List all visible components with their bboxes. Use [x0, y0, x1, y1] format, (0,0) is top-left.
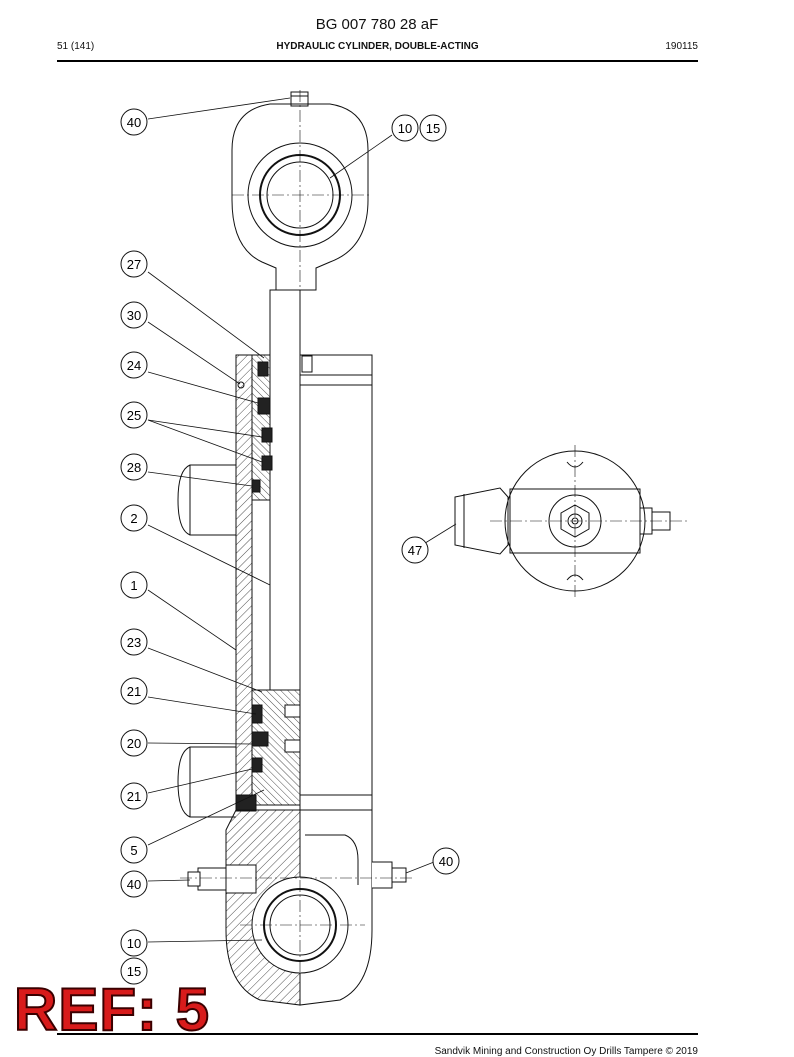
svg-text:47: 47: [408, 543, 422, 558]
svg-text:10: 10: [127, 936, 141, 951]
document-code: BG 007 780 28 aF: [315, 16, 439, 33]
callout-24: 24: [120, 351, 148, 379]
callout-27: 27: [120, 250, 148, 278]
callout-1: 1: [120, 571, 148, 599]
svg-text:20: 20: [127, 736, 141, 751]
section-title: HYDRAULIC CYLINDER, DOUBLE-ACTING: [276, 41, 479, 52]
svg-text:40: 40: [127, 877, 141, 892]
hydraulic-ports: [177, 464, 236, 818]
callout-47: 47: [401, 536, 429, 564]
callout-20: 20: [120, 729, 148, 757]
svg-text:15: 15: [426, 121, 440, 136]
top-rod-eye: [231, 90, 372, 300]
callout-28: 28: [120, 453, 148, 481]
svg-text:10: 10: [398, 121, 412, 136]
callout-21-b: 21: [120, 782, 148, 810]
callout-5: 5: [120, 836, 148, 864]
svg-text:30: 30: [127, 308, 141, 323]
svg-text:28: 28: [127, 460, 141, 475]
callout-21-a: 21: [120, 677, 148, 705]
svg-text:27: 27: [127, 257, 141, 272]
svg-text:2: 2: [130, 511, 137, 526]
callout-40-top: 40: [120, 108, 148, 136]
page-number: 51 (141): [57, 41, 95, 52]
svg-text:15: 15: [127, 964, 141, 979]
bottom-eye: [180, 809, 412, 1006]
header-bar: 51 (141) HYDRAULIC CYLINDER, DOUBLE-ACTI…: [57, 41, 698, 55]
svg-text:25: 25: [127, 408, 141, 423]
callouts: 40 10 15 27 30 24 25 28 2 1 23 21 20 21 …: [120, 108, 460, 985]
svg-text:40: 40: [127, 115, 141, 130]
callout-10-top: 10: [391, 114, 419, 142]
callout-23: 23: [120, 628, 148, 656]
leader-lines: [147, 97, 457, 943]
callout-40-left: 40: [120, 870, 148, 898]
revision-date: 190115: [665, 41, 698, 52]
svg-text:21: 21: [127, 684, 141, 699]
ref-label: REF: 5: [13, 976, 211, 1043]
callout-15-bottom: 15: [120, 957, 148, 985]
piston-rod: [269, 289, 301, 691]
svg-text:40: 40: [439, 854, 453, 869]
footer-rule: [57, 1033, 698, 1035]
svg-text:1: 1: [130, 578, 137, 593]
callout-15-top: 15: [419, 114, 447, 142]
end-view: [454, 445, 690, 600]
cylinder-tube: [299, 354, 373, 811]
footer-copyright: Sandvik Mining and Construction Oy Drill…: [434, 1046, 698, 1057]
callout-2: 2: [120, 504, 148, 532]
callout-30: 30: [120, 301, 148, 329]
svg-text:23: 23: [127, 635, 141, 650]
header-rule: [57, 60, 698, 62]
callout-10-bottom: 10: [120, 929, 148, 957]
callout-25: 25: [120, 401, 148, 429]
callout-40-right: 40: [432, 847, 460, 875]
svg-text:24: 24: [127, 358, 141, 373]
sectioned-wall: [235, 354, 301, 812]
svg-text:21: 21: [127, 789, 141, 804]
svg-text:5: 5: [130, 843, 137, 858]
